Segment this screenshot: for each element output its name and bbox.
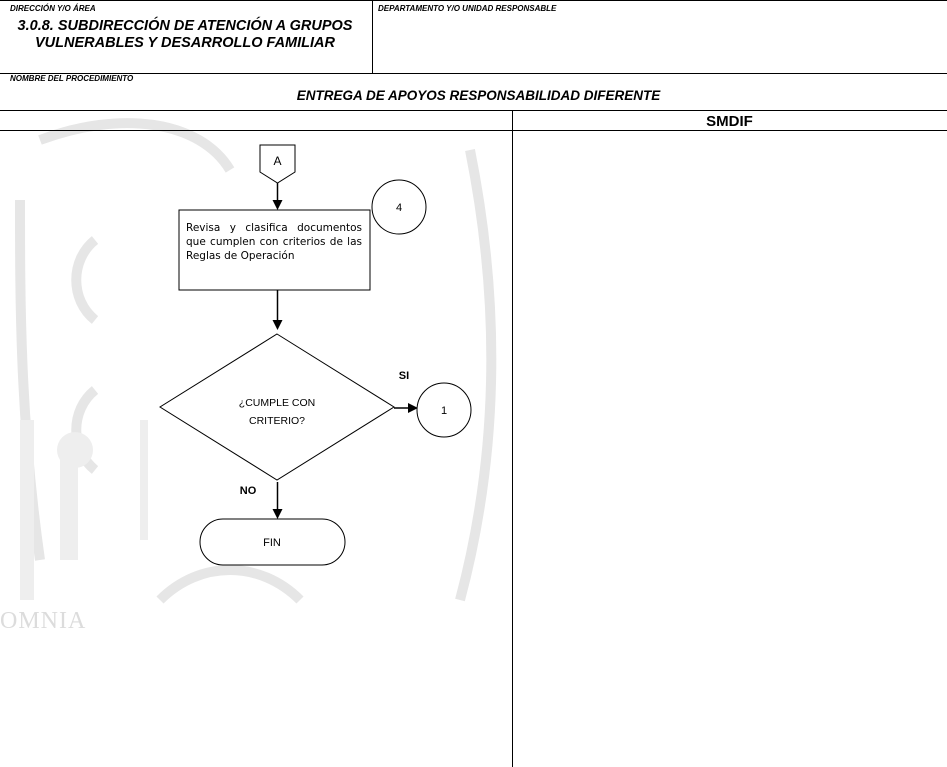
decision-diamond [159,333,395,481]
decision-text-line2: CRITERIO? [249,415,305,427]
offpage-connector-a-label: A [273,154,281,168]
activity-text: Revisa y clasifica documentos que cumple… [186,222,362,262]
lane-header-divider [0,130,947,131]
page-connector-1 [416,382,472,438]
yes-label: SI [399,370,409,382]
offpage-connector-a [259,144,296,184]
procedure-row-divider [0,110,947,111]
step-number-circle [371,179,427,235]
procedure-label: NOMBRE DEL PROCEDIMIENTO [10,74,134,83]
activity-box [178,209,371,291]
header-vertical-divider [372,0,373,73]
department-label: DEPARTAMENTO Y/O UNIDAD RESPONSABLE [378,4,557,13]
step-number: 4 [396,202,402,214]
watermark-text: OMNIA [0,608,87,634]
header-top-border [0,0,947,1]
decision-text-line1: ¿CUMPLE CON [239,397,315,409]
header-row-divider [0,73,947,74]
no-label: NO [240,485,257,497]
procedure-title: ENTREGA DE APOYOS RESPONSABILIDAD DIFERE… [296,88,661,103]
end-terminator [199,518,346,566]
page-connector-1-label: 1 [441,405,447,417]
area-title: 3.0.8. SUBDIRECCIÓN DE ATENCIÓN A GRUPOS… [17,18,353,51]
end-label: FIN [263,537,281,549]
lane-vertical-divider [512,110,513,767]
lane-header-smdif: SMDIF [706,113,753,130]
area-label: DIRECCIÓN Y/O ÁREA [10,4,96,13]
